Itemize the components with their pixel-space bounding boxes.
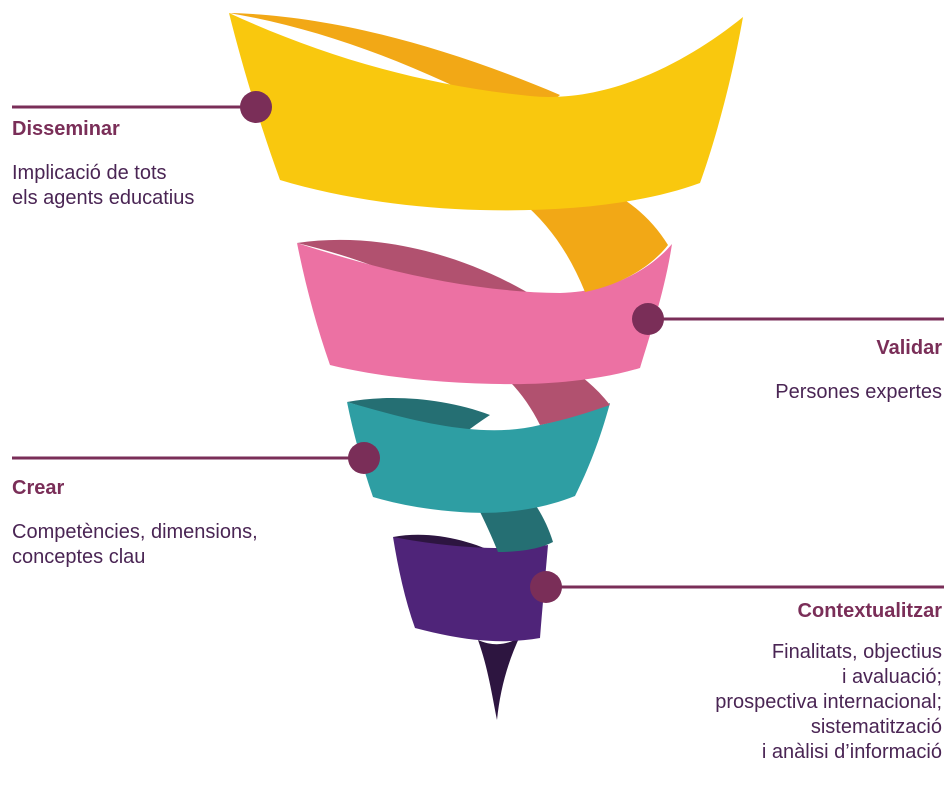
stage-disseminar: Disseminar Implicació de tots els agents… [12,118,194,211]
band-validar [297,243,672,385]
stage-description-crear: Competències, dimensions, conceptes clau [12,521,258,568]
marker-dot-crear [348,442,380,474]
funnel-tail [478,632,522,720]
stage-description-disseminar: Implicació de tots els agents educatius [12,162,195,209]
marker-dot-contextualitzar [530,571,562,603]
band-disseminar [229,13,743,211]
stage-title-contextualitzar: Contextualitzar [797,600,942,622]
stage-crear: Crear Competències, dimensions, concepte… [12,477,258,570]
stage-description-validar: Persones expertes [775,381,942,403]
stage-title-disseminar: Disseminar [12,118,120,140]
stage-description-contextualitzar: Finalitats, objectius i avaluació; prosp… [715,641,942,763]
stage-contextualitzar: Contextualitzar Finalitats, objectius i … [715,600,942,765]
band-crear [347,402,610,513]
stage-title-validar: Validar [876,337,942,359]
stage-title-crear: Crear [12,477,65,499]
band-contextualitzar [393,537,548,642]
marker-dot-validar [632,303,664,335]
stage-validar: Validar Persones expertes [775,337,942,405]
marker-dot-disseminar [240,91,272,123]
